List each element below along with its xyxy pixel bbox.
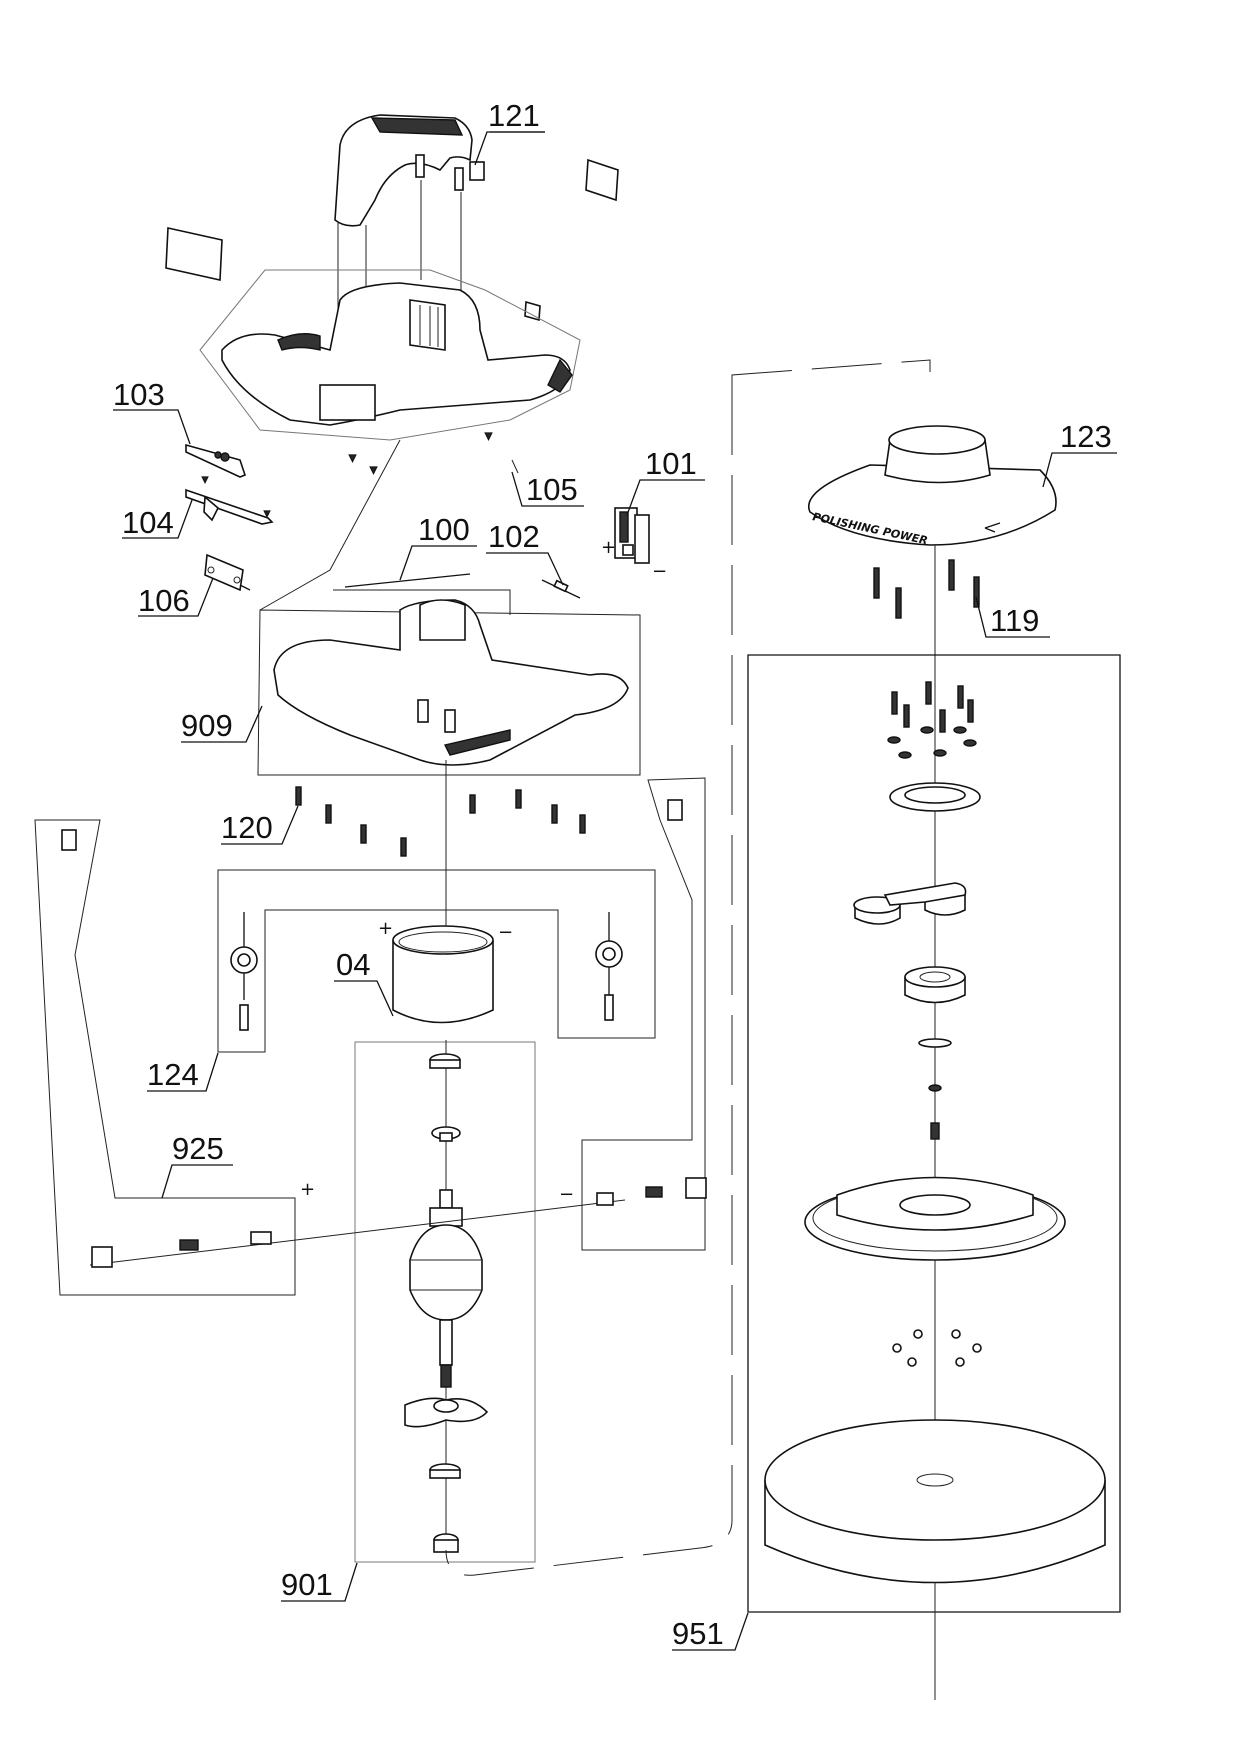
upper-housing-part — [221, 282, 573, 426]
rod-part — [344, 573, 471, 588]
switch-lever-part — [185, 443, 246, 478]
label-106: 106 — [138, 577, 214, 618]
cover-screws — [873, 559, 980, 619]
label-901: 901 — [281, 1562, 358, 1602]
pad-backing-plate-part — [804, 1176, 1066, 1261]
label-100: 100 — [399, 512, 477, 581]
svg-text:102: 102 — [488, 519, 540, 554]
label-123: 123 — [1042, 419, 1117, 488]
label-119: 119 — [975, 596, 1050, 638]
label-103: 103 — [113, 377, 191, 445]
svg-text:951: 951 — [672, 1616, 724, 1651]
svg-text:104: 104 — [122, 505, 174, 540]
cable-connector-right — [596, 1177, 707, 1206]
washer-part — [918, 1038, 952, 1048]
switch-slider-part — [185, 488, 274, 525]
center-screw-part — [930, 1122, 940, 1140]
label-04: 04 — [334, 947, 394, 1017]
label-951: 951 — [672, 1612, 749, 1651]
svg-text:909: 909 — [181, 708, 233, 743]
stator-minus-sign: − — [498, 922, 513, 943]
svg-text:123: 123 — [1060, 419, 1112, 454]
svg-text:105: 105 — [526, 472, 578, 507]
svg-text:▾: ▾ — [349, 449, 356, 465]
capacitor-part — [541, 579, 581, 599]
armature-assembly-outline — [354, 1041, 536, 1563]
brush-assembly-outline — [217, 869, 656, 1053]
svg-text:901: 901 — [281, 1567, 333, 1602]
connector-plus-sign: + — [300, 1179, 315, 1200]
svg-text:121: 121 — [488, 98, 540, 133]
label-105: 105 — [511, 471, 584, 507]
svg-text:120: 120 — [221, 810, 273, 845]
svg-text:119: 119 — [990, 603, 1039, 638]
housing-screws — [295, 786, 586, 857]
micro-switch-part — [204, 553, 251, 592]
svg-text:103: 103 — [113, 377, 165, 412]
terminal-minus-sign: − — [652, 561, 667, 582]
label-124: 124 — [147, 1052, 219, 1092]
terminal-plus-sign: + — [601, 537, 616, 558]
armature-part — [404, 1053, 489, 1553]
lower-housing-part — [273, 599, 629, 766]
svg-text:925: 925 — [172, 1131, 224, 1166]
eccentric-weight-part — [853, 882, 967, 925]
top-pad-cover-part: POLISHING POWER — [808, 425, 1057, 547]
cable-connector-outline-left — [34, 819, 296, 1296]
brush-right-part — [595, 912, 623, 1021]
label-120: 120 — [221, 805, 299, 845]
svg-text:▾: ▾ — [264, 506, 270, 520]
label-sticker-left — [165, 227, 223, 281]
svg-text:124: 124 — [147, 1057, 199, 1092]
bearing-part — [904, 966, 966, 1004]
svg-text:100: 100 — [418, 512, 470, 547]
svg-text:106: 106 — [138, 583, 190, 618]
svg-text:▾: ▾ — [370, 461, 377, 477]
pad-nuts — [892, 1329, 982, 1367]
handle-cover-part — [334, 114, 485, 227]
pad-base-assembly-outline — [747, 654, 1121, 1613]
pad-screws-washers — [887, 681, 977, 759]
foam-pad-part — [764, 1419, 1106, 1584]
label-101: 101 — [626, 446, 705, 516]
retaining-ring-part — [889, 782, 981, 812]
svg-text:04: 04 — [336, 947, 370, 982]
svg-text:101: 101 — [645, 446, 697, 481]
upper-housing-outline — [199, 269, 581, 441]
svg-text:▾: ▾ — [202, 472, 208, 486]
label-104: 104 — [122, 499, 193, 540]
spacer-part — [928, 1084, 942, 1092]
label-102: 102 — [486, 519, 564, 586]
label-925: 925 — [161, 1131, 233, 1199]
lower-housing-outline — [257, 609, 641, 776]
cable-connector-left — [91, 1231, 272, 1268]
terminal-block-part — [614, 507, 650, 564]
brush-left-part — [230, 912, 258, 1031]
cable-connector-outline-right — [581, 777, 706, 1251]
label-121: 121 — [474, 98, 545, 166]
dashed-route-line — [445, 359, 931, 1576]
label-sticker-right — [585, 158, 619, 202]
stator-plus-sign: + — [378, 918, 393, 939]
label-909: 909 — [181, 705, 263, 743]
svg-text:▾: ▾ — [485, 427, 492, 443]
connector-minus-sign: − — [559, 1184, 574, 1205]
stator-magnet-part — [392, 925, 494, 1024]
